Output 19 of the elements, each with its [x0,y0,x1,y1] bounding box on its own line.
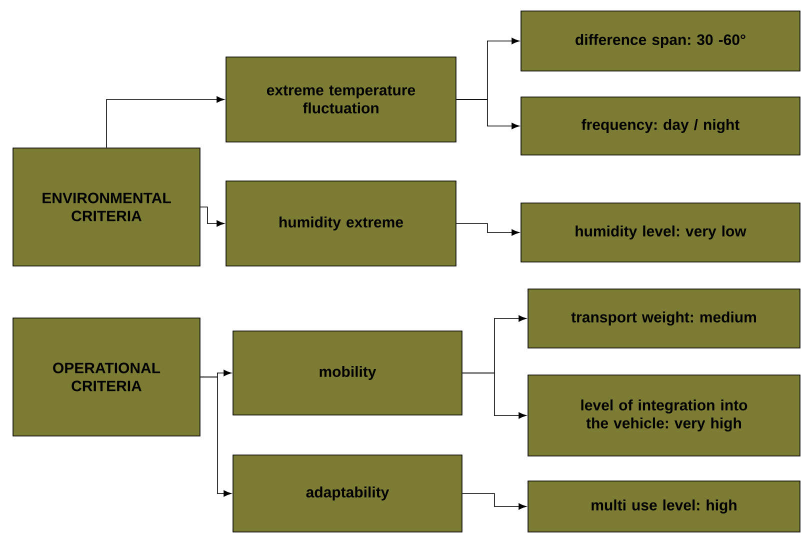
arrow [456,223,520,236]
criteria-box: mobility [232,330,462,416]
arrow [456,99,520,130]
arrow [200,206,224,227]
criteria-box: ENVIRONMENTAL CRITERIA [12,148,200,266]
criteria-box: level of integration into the vehicle: very high [528,374,800,456]
criteria-box: humidity extreme [226,180,456,266]
arrow [106,96,224,148]
criteria-box: extreme temperature fluctuation [226,56,456,142]
criteria-box: frequency: day / night [520,96,800,156]
criteria-box: OPERATIONAL CRITERIA [12,318,200,436]
criteria-box: difference span: 30 -60° [520,10,800,72]
criteria-box: multi use level: high [528,480,800,532]
criteria-box: transport weight: medium [528,288,800,348]
criteria-box: humidity level: very low [520,202,800,262]
arrow [462,372,526,419]
arrow [462,493,526,510]
criteria-box: adaptability [232,454,462,532]
arrow [200,376,232,497]
